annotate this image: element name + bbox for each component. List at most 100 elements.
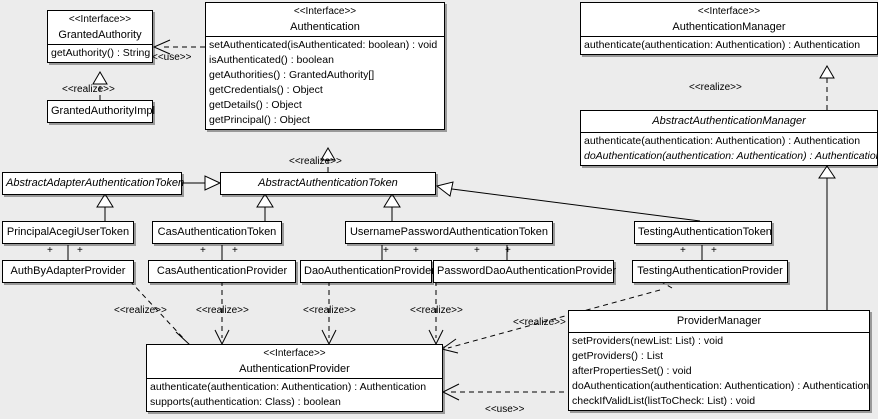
assoc-marker-plus: + — [711, 245, 717, 256]
class-authentication-provider[interactable]: <<Interface>> AuthenticationProvider aut… — [146, 344, 443, 412]
method-get-providers: getProviders() : List — [572, 350, 664, 362]
class-principal-acegi-user-token[interactable]: PrincipalAcegiUserToken — [2, 221, 134, 244]
assoc-marker-plus: + — [232, 245, 238, 256]
stereotype-interface: <<Interface>> — [293, 6, 357, 17]
method-set-authenticated: setAuthenticated(isAuthenticated: boolea… — [209, 39, 438, 51]
method-authenticate: authenticate(authentication: Authenticat… — [584, 39, 861, 51]
class-name-password-dao-authentication-provider: PasswordDaoAuthenticationProvider — [437, 265, 617, 277]
method-get-credentials: getCredentials() : Object — [209, 84, 323, 96]
edge-label-realize-grantedauthorityimpl: <<realize>> — [62, 84, 115, 95]
assoc-marker-plus: + — [47, 245, 53, 256]
assoc-marker-plus: + — [200, 245, 206, 256]
edge-label-realize-passworddaoauthenticationprovider: <<realize>> — [410, 305, 463, 316]
class-header-cas-authentication-provider: CasAuthenticationProvider — [149, 261, 295, 282]
class-name-authentication: Authentication — [290, 21, 360, 33]
class-cas-authentication-token[interactable]: CasAuthenticationToken — [152, 221, 282, 244]
method-do-authentication: doAuthentication(authentication: Authent… — [584, 150, 878, 162]
method-get-authority: getAuthority() : String — [51, 47, 151, 59]
class-password-dao-authentication-provider[interactable]: PasswordDaoAuthenticationProvider — [433, 260, 617, 283]
edge-label-realize-providermanager: <<realize>> — [513, 317, 566, 328]
arrowhead-realize-authentication — [320, 147, 336, 161]
class-abstract-adapter-authentication-token[interactable]: AbstractAdapterAuthenticationToken — [2, 172, 185, 195]
class-header-granted-authority-impl: GrantedAuthorityImpl — [48, 101, 155, 122]
class-abstract-authentication-token[interactable]: AbstractAuthenticationToken — [220, 172, 436, 195]
method-do-authentication: doAuthentication(authentication: Authent… — [572, 380, 870, 392]
class-dao-authentication-provider[interactable]: DaoAuthenticationProvider — [300, 260, 435, 283]
class-name-granted-authority: GrantedAuthority — [58, 29, 142, 41]
class-header-cas-authentication-token: CasAuthenticationToken — [153, 222, 281, 243]
class-name-abstract-adapter-authentication-token: AbstractAdapterAuthenticationToken — [6, 177, 185, 189]
stereotype-interface: <<Interface>> — [263, 348, 326, 359]
arrowhead-generalize-abstractauthtoken-upw — [383, 193, 401, 208]
stereotype-interface: <<Interface>> — [697, 6, 761, 17]
class-name-testing-authentication-token: TestingAuthenticationToken — [638, 226, 772, 238]
class-header-auth-by-adapter-provider: AuthByAdapterProvider — [3, 261, 133, 282]
class-name-abstract-authentication-token: AbstractAuthenticationToken — [258, 177, 398, 189]
methods-provider-manager: setProviders(newList: List) : void getPr… — [569, 332, 869, 410]
class-authentication-manager[interactable]: <<Interface>> AuthenticationManager auth… — [580, 2, 878, 55]
class-testing-authentication-token[interactable]: TestingAuthenticationToken — [634, 221, 772, 244]
methods-authentication-manager: authenticate(authentication: Authenticat… — [581, 36, 877, 54]
method-supports: supports(authentication: Class) : boolea… — [150, 396, 341, 408]
arrowhead-use-grantedauthority — [152, 39, 171, 55]
class-name-abstract-authentication-manager: AbstractAuthenticationManager — [652, 115, 806, 127]
class-provider-manager[interactable]: ProviderManager setProviders(newList: Li… — [568, 310, 870, 411]
arrowhead-realize-grantedauthority — [92, 71, 108, 85]
link-realize-providermanager-authprovider — [447, 289, 661, 349]
edge-label-realize-daoauthenticationprovider: <<realize>> — [303, 305, 356, 316]
method-check-if-valid-list: checkIfValidList(listToCheck: List) : vo… — [572, 395, 756, 407]
class-header-granted-authority: <<Interface>> GrantedAuthority — [48, 11, 152, 44]
class-testing-authentication-provider[interactable]: TestingAuthenticationProvider — [632, 260, 788, 283]
class-header-provider-manager: ProviderManager — [569, 311, 869, 332]
methods-authentication: setAuthenticated(isAuthenticated: boolea… — [206, 36, 444, 129]
method-after-properties-set: afterPropertiesSet() : void — [572, 365, 692, 377]
class-header-abstract-authentication-token: AbstractAuthenticationToken — [221, 173, 435, 194]
class-header-testing-authentication-provider: TestingAuthenticationProvider — [633, 261, 787, 282]
edge-label-realize-authbyadapterprovider: <<realize>> — [114, 305, 167, 316]
class-granted-authority-impl[interactable]: GrantedAuthorityImpl — [47, 100, 155, 123]
class-header-username-password-authentication-token: UsernamePasswordAuthenticationToken — [346, 222, 552, 243]
method-authenticate: authenticate(authentication: Authenticat… — [584, 135, 861, 147]
class-granted-authority[interactable]: <<Interface>> GrantedAuthority getAuthor… — [47, 10, 153, 63]
method-is-authenticated: isAuthenticated() : boolean — [209, 54, 334, 66]
assoc-marker-plus: + — [505, 245, 511, 256]
class-auth-by-adapter-provider[interactable]: AuthByAdapterProvider — [2, 260, 134, 283]
arrowhead-generalize-abstractauthtoken-left — [204, 175, 222, 191]
methods-abstract-authentication-manager: authenticate(authentication: Authenticat… — [581, 132, 878, 165]
class-header-abstract-authentication-manager: AbstractAuthenticationManager — [581, 111, 877, 132]
edge-label-realize-authentication: <<realize>> — [289, 156, 342, 167]
arrowhead-generalize-abstractadapter — [96, 193, 114, 208]
class-header-abstract-adapter-authentication-token: AbstractAdapterAuthenticationToken — [3, 173, 185, 194]
class-header-authentication-manager: <<Interface>> AuthenticationManager — [581, 3, 877, 36]
methods-granted-authority: getAuthority() : String — [48, 44, 152, 62]
class-abstract-authentication-manager[interactable]: AbstractAuthenticationManager authentica… — [580, 110, 878, 166]
methods-authentication-provider: authenticate(authentication: Authenticat… — [147, 378, 442, 411]
class-header-principal-acegi-user-token: PrincipalAcegiUserToken — [3, 222, 133, 243]
assoc-marker-plus: + — [383, 245, 389, 256]
class-name-auth-by-adapter-provider: AuthByAdapterProvider — [10, 265, 126, 277]
class-name-provider-manager: ProviderManager — [676, 315, 762, 327]
assoc-marker-plus: + — [77, 245, 83, 256]
arrowhead-generalize-abstractauthtoken-testing — [435, 181, 454, 197]
class-cas-authentication-provider[interactable]: CasAuthenticationProvider — [148, 260, 296, 283]
arrowhead-use-authprovider — [441, 383, 460, 401]
link-realize-authbyadapterprovider — [129, 280, 186, 341]
class-header-password-dao-authentication-provider: PasswordDaoAuthenticationProvider — [434, 261, 617, 282]
edge-label-use-providermanager: <<use>> — [485, 404, 525, 415]
stereotype-interface: <<Interface>> — [68, 14, 132, 25]
class-name-username-password-authentication-token: UsernamePasswordAuthenticationToken — [349, 226, 549, 238]
class-username-password-authentication-token[interactable]: UsernamePasswordAuthenticationToken — [345, 221, 553, 244]
arrowhead-generalize-abstractauthtoken-cas — [256, 193, 274, 208]
class-name-granted-authority-impl: GrantedAuthorityImpl — [51, 105, 155, 117]
assoc-marker-plus: + — [474, 245, 480, 256]
class-authentication[interactable]: <<Interface>> Authentication setAuthenti… — [205, 2, 445, 130]
assoc-marker-plus: + — [680, 245, 686, 256]
edge-label-realize-casauthenticationprovider: <<realize>> — [196, 305, 249, 316]
assoc-marker-plus: + — [413, 245, 419, 256]
class-name-cas-authentication-token: CasAuthenticationToken — [157, 226, 277, 238]
link-generalize-testingauthenticationtoken — [451, 188, 701, 222]
class-header-authentication-provider: <<Interface>> AuthenticationProvider — [147, 345, 442, 378]
method-get-authorities: getAuthorities() : GrantedAuthority[] — [209, 69, 375, 81]
